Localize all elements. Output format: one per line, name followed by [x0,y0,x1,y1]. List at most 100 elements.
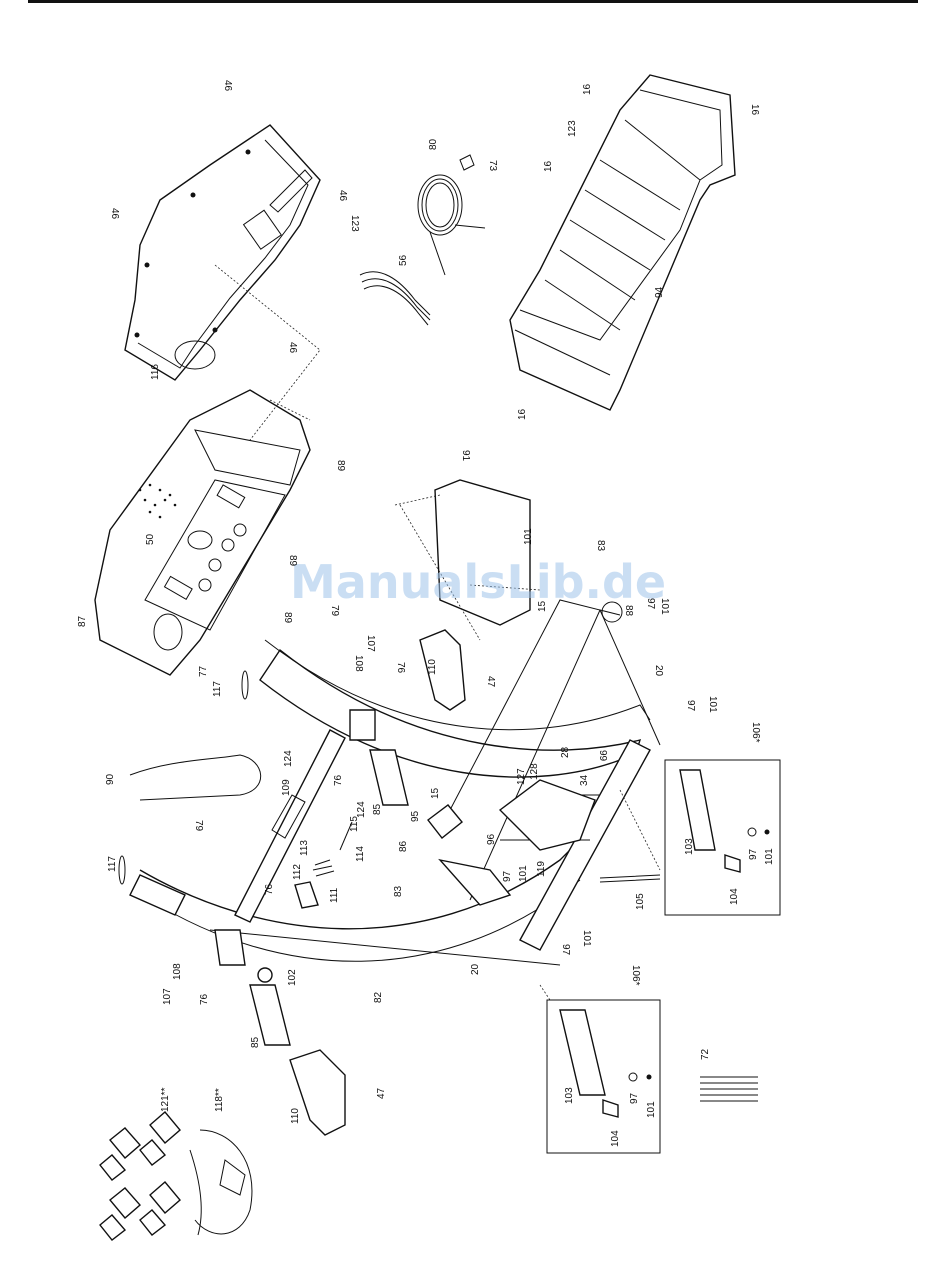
part-label: 99 [597,750,608,762]
part-label: 119 [536,861,547,877]
part-label: 123 [567,120,578,137]
console-speaker-grille [138,483,177,519]
watermark-text: ManualsLib.de [290,555,666,609]
part-number-labels: 46 46 46 46 123 116 80 73 56 16 16 16 16… [77,80,775,1147]
part-label: 91 [460,450,471,462]
bushing-111 [294,881,319,909]
part-label: 28 [560,746,571,758]
part-label: 76 [199,993,210,1005]
part-label: 89 [287,555,298,567]
part-label: 117 [212,681,223,697]
part-label: 76 [264,883,275,895]
part-label: 124 [283,750,294,767]
part-label: 76 [333,774,344,786]
leg-tube-85-lower [249,984,291,1046]
pulley-88 [601,601,623,623]
part-label: 83 [595,540,606,552]
part-label: 47 [376,1087,387,1099]
part-label: 85 [372,803,383,815]
part-label: 73 [487,160,498,172]
part-label: 128 [529,763,540,780]
roller-95 [427,804,463,839]
strut-105 [599,874,661,883]
part-label: 90 [105,773,116,785]
part-label: 94 [654,286,665,298]
part-label: 107 [365,635,376,652]
part-label: 106* [750,722,761,743]
part-label: 107 [162,988,173,1005]
part-label: 46 [109,208,120,220]
part-label: 101 [523,528,534,545]
part-label: 101 [646,1101,657,1118]
part-label: 97 [685,700,696,712]
wire-clip-73 [459,154,475,171]
part-label: 83 [393,885,404,897]
inset-106-right [664,759,781,916]
part-label: 110 [290,1108,301,1124]
deck-cover-91 [434,479,531,626]
ribbon-cable-56 [359,271,431,326]
part-label: 89 [335,460,346,472]
part-label: 101 [707,696,718,713]
part-label: 80 [428,138,439,150]
part-label: 97 [560,944,571,956]
part-label: 79 [329,605,340,617]
part-label: 101 [659,598,670,615]
part-label: 123 [349,215,360,232]
part-label: 47 [485,676,496,688]
part-label: 79 [193,820,204,832]
tie-straps-72 [700,1076,758,1102]
part-label: 104 [729,888,740,905]
motor-mount-119 [498,779,596,851]
part-label: 102 [287,969,298,986]
part-label: 46 [337,190,348,202]
part-label: 103 [684,838,695,855]
dumbbells-121 [99,1111,181,1241]
part-label: 20 [470,963,481,975]
spring-112 [312,859,335,877]
part-label: 16 [543,160,554,172]
foot-110-upper [419,629,466,711]
part-label: 105 [635,893,646,910]
part-label: 103 [564,1087,575,1104]
part-label: 97 [748,848,759,860]
part-label: 117 [107,856,118,872]
part-label: 114 [355,846,366,862]
part-label: 34 [579,774,590,786]
part-label: 115 [349,816,360,832]
part-label: 127 [516,768,527,785]
part-label: 101 [581,930,592,947]
base-frame [449,599,661,951]
leg-tube-85-upper [369,749,409,806]
part-label: 89 [282,612,293,624]
motor-hood-94 [509,74,736,411]
console-87 [94,389,311,676]
wire-80 [417,174,486,276]
part-label: 15 [430,787,441,799]
part-label: 124 [356,801,367,818]
knob-102 [257,967,273,983]
plate-117-upper [241,670,249,700]
part-label: 97 [645,598,656,610]
part-label: 110 [427,659,438,675]
part-label: 15 [537,600,548,612]
part-label: 97 [629,1092,640,1104]
part-label: 16 [582,83,593,95]
plate-90 [129,754,262,801]
part-label: 82 [373,991,384,1003]
part-label: 95 [410,810,421,822]
part-label: 116 [150,364,161,380]
part-label: 108 [172,963,183,980]
part-label: 106* [630,965,641,986]
chest-strap-118 [189,1129,253,1236]
bolt-115 [339,821,353,851]
part-label: 112 [292,864,303,880]
part-label: 86 [398,840,409,852]
foot-110-lower [289,1049,346,1136]
part-label: 121** [160,1087,171,1112]
inset-106-lower [546,999,661,1154]
part-label: 101 [764,848,775,865]
part-label: 16 [749,104,760,116]
page-top-rule [28,0,918,3]
foot-rail-83 [438,858,512,906]
